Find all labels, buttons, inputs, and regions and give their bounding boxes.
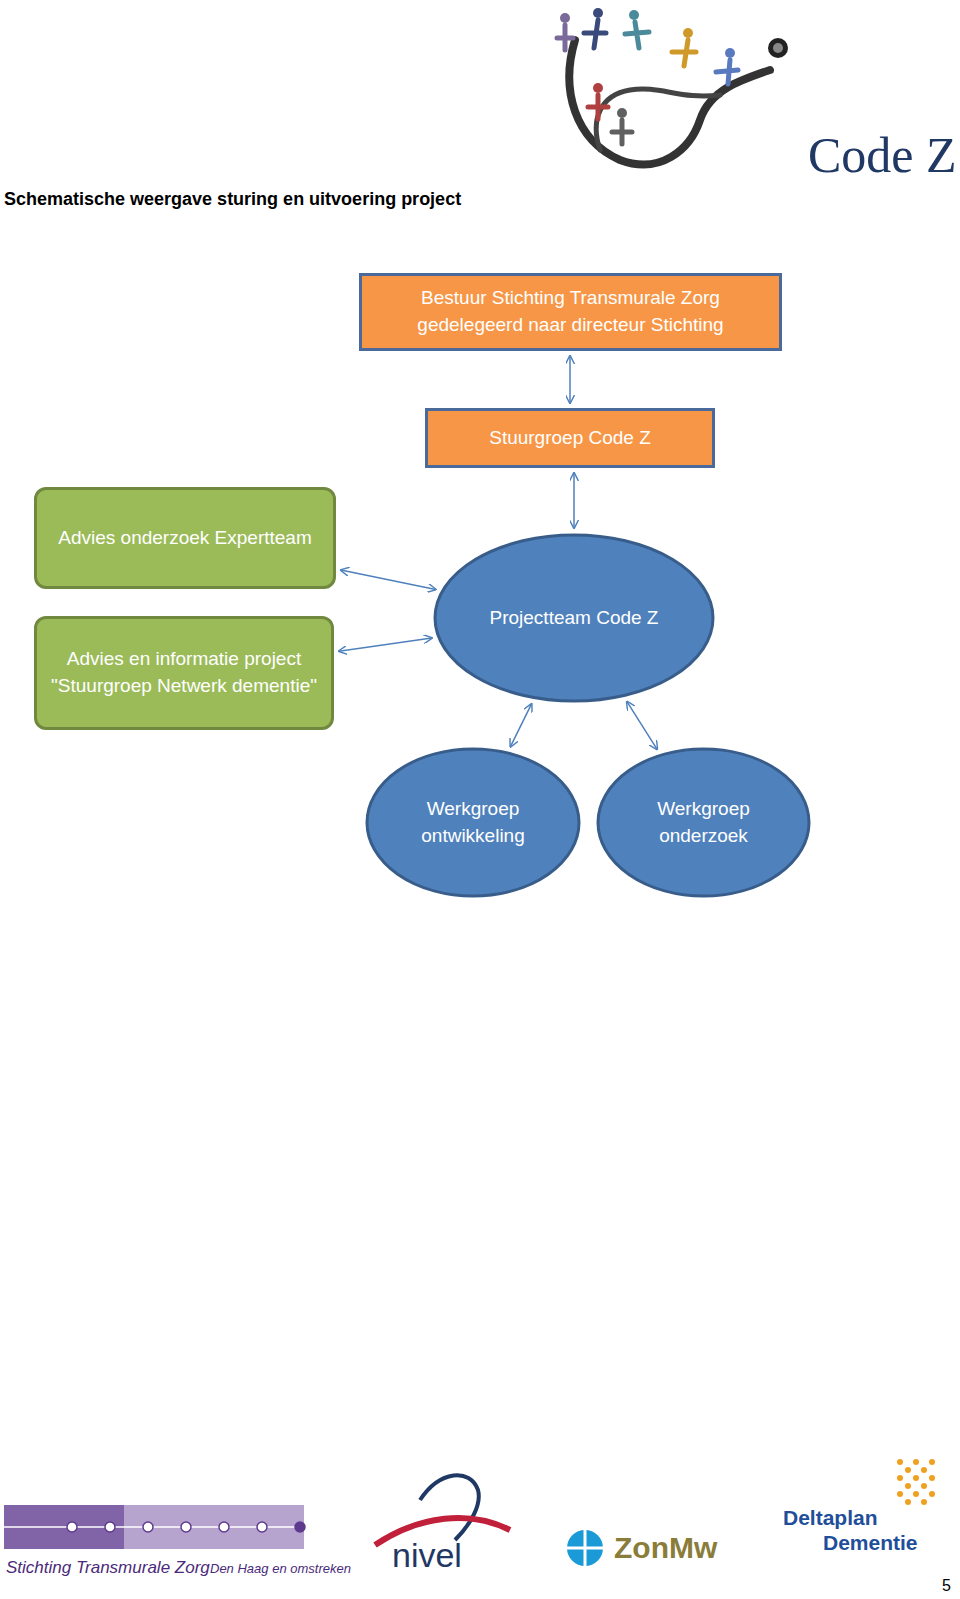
node-text: Stuurgroep Code Z: [479, 425, 661, 452]
logo-text: Deltaplan: [783, 1506, 878, 1530]
logo-subtext: Den Haag en omstreken: [210, 1561, 351, 1576]
ellipse-outline: [596, 747, 811, 898]
logo-text: nivel: [392, 1536, 462, 1575]
zonmw-logo: [560, 1525, 610, 1571]
team-ellipse: Werkgroep ontwikkeling: [365, 747, 581, 898]
connector-arrow: [339, 638, 432, 651]
process-box: Stuurgroep Code Z: [425, 408, 715, 468]
people-logo: [557, 8, 788, 164]
process-box: Bestuur Stichting Transmurale Zorg gedel…: [359, 273, 782, 351]
node-text: Advies onderzoek Expertteam: [48, 525, 321, 552]
advice-box: Advies en informatie project "Stuurgroep…: [34, 616, 334, 730]
logo-text: Dementie: [823, 1531, 918, 1555]
team-ellipse: Werkgroep onderzoek: [596, 747, 811, 898]
connector-arrow: [627, 702, 657, 750]
node-text: Bestuur Stichting Transmurale Zorg gedel…: [362, 285, 779, 338]
node-text: Werkgroep onderzoek: [621, 796, 787, 849]
connector-arrow: [573, 473, 575, 528]
node-text: Projectteam Code Z: [480, 605, 669, 632]
diagram-title: Schematische weergave sturing en uitvoer…: [4, 189, 461, 210]
connector-arrow: [341, 570, 436, 589]
logo-text: Stichting Transmurale Zorg: [6, 1558, 210, 1578]
node-text: Advies en informatie project "Stuurgroep…: [37, 646, 331, 699]
connector-arrow: [569, 356, 571, 403]
advice-box: Advies onderzoek Expertteam: [34, 487, 336, 589]
team-ellipse: Projectteam Code Z: [433, 533, 715, 703]
deltaplan-logo: [897, 1459, 935, 1505]
ellipse-outline: [365, 747, 581, 898]
project-logo-text: Code Z: [808, 126, 957, 184]
stz-logo-band: [4, 1505, 305, 1549]
connector-arrow: [510, 704, 531, 747]
logo-text: ZonMw: [614, 1531, 717, 1565]
node-text: Werkgroep ontwikkeling: [390, 796, 557, 849]
nivel-logo: [375, 1475, 510, 1545]
page-number: 5: [942, 1577, 951, 1595]
